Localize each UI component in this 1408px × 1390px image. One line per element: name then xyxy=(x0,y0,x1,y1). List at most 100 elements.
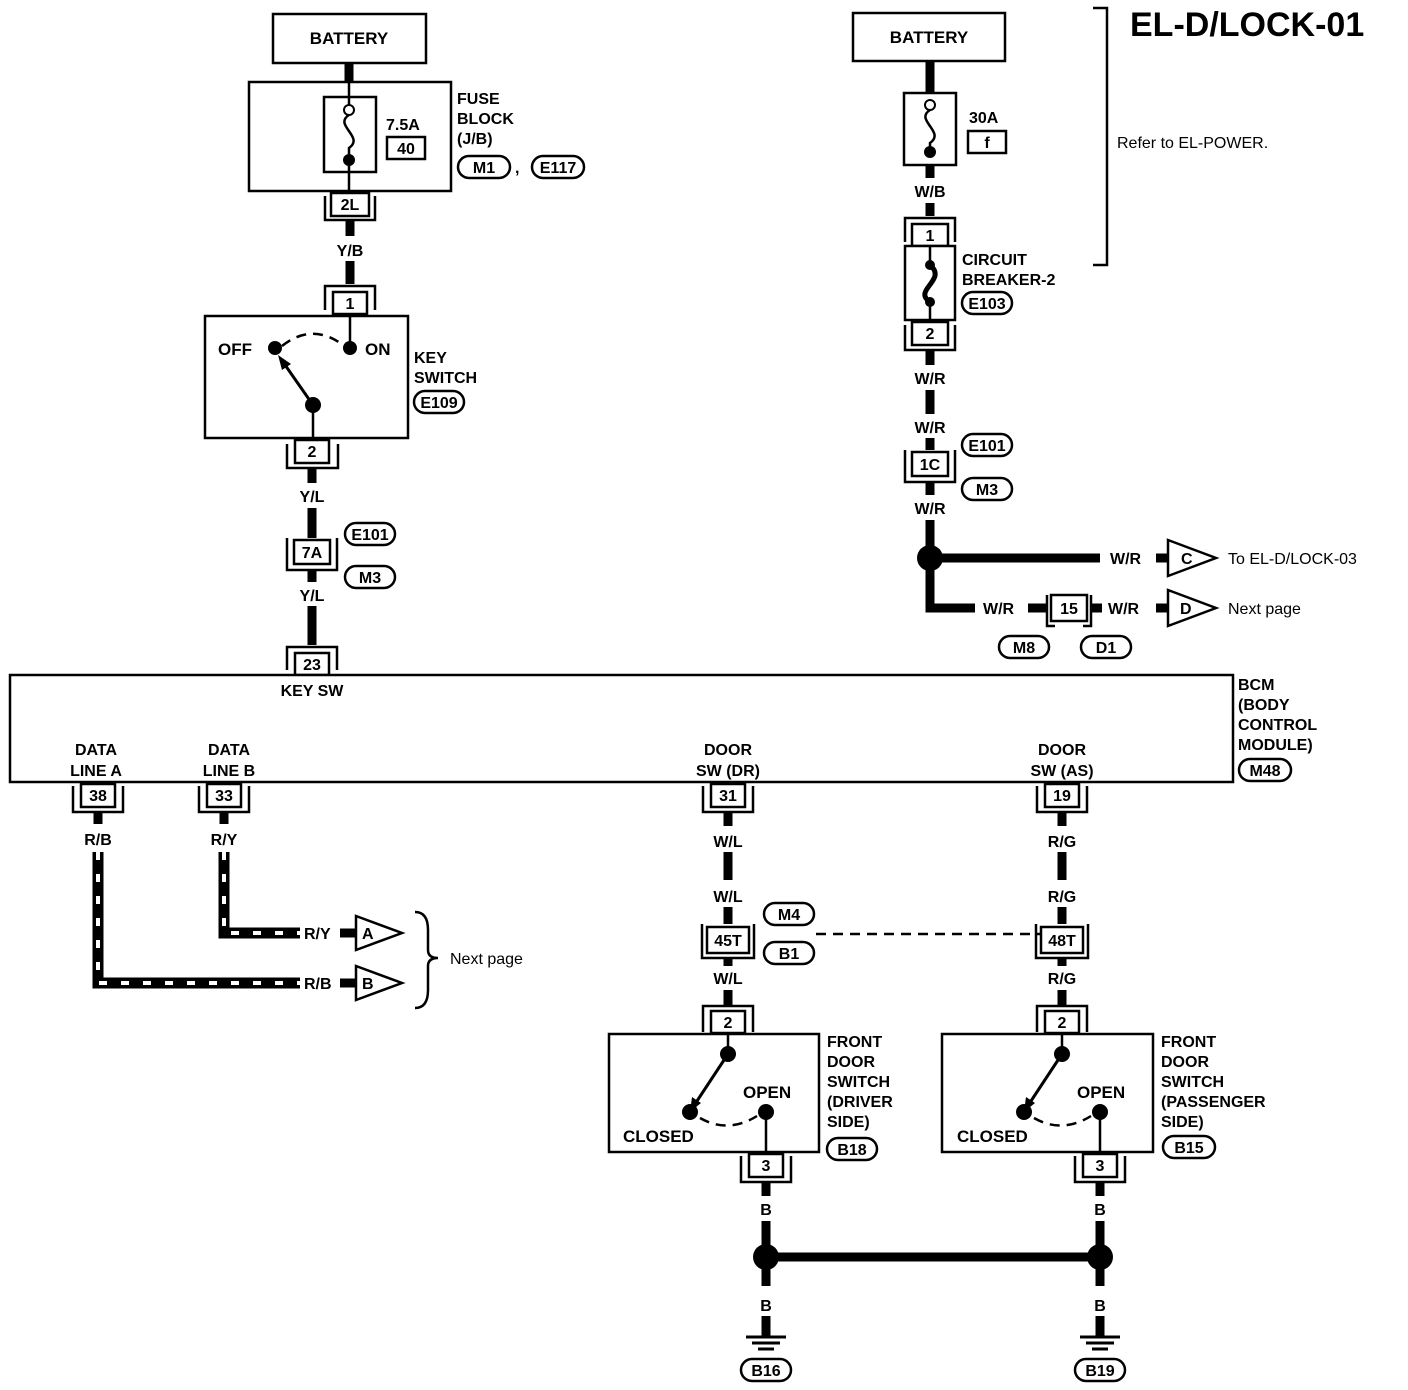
splice-ground-left xyxy=(753,1244,779,1270)
conn-15-box xyxy=(1049,593,1089,623)
driver-switch-lever xyxy=(693,1053,730,1105)
arrow-c xyxy=(1166,538,1220,578)
wire-rg-3-label: R/G xyxy=(1048,971,1076,988)
arrows-ab-brace xyxy=(414,910,439,1010)
circuit-breaker-pin2: 2 xyxy=(926,326,935,343)
arrows-ab-text: Next page xyxy=(450,951,523,968)
fuse-7-5a-number-box xyxy=(385,135,427,161)
wire-yl-2-label: Y/L xyxy=(300,588,325,605)
wire-b-4-label: B xyxy=(1094,1298,1106,1315)
bcm-key-sw-label: KEY SW xyxy=(281,683,345,700)
conn-7a-bottom-oval xyxy=(343,564,397,590)
driver-switch-arc xyxy=(699,1114,758,1127)
fuse-7-5a-rating: 7.5A xyxy=(386,117,420,134)
refer-bracket xyxy=(1093,6,1109,267)
wire-wl-3-label: W/L xyxy=(713,971,743,988)
bcm-pin38: 38 xyxy=(89,788,107,805)
ground-right-oval xyxy=(1073,1357,1127,1383)
wire-wr-d2-label: W/R xyxy=(1108,601,1140,618)
bcm-pin19-box xyxy=(1043,782,1081,809)
conn-15-pin: 15 xyxy=(1060,601,1078,618)
passenger-switch-conn-oval xyxy=(1161,1134,1217,1160)
circuit-breaker-pin1: 1 xyxy=(926,228,935,245)
key-switch-lever xyxy=(281,361,315,406)
wire-wr-1-label: W/R xyxy=(914,371,946,388)
refer-note: Refer to EL-POWER. xyxy=(1117,135,1268,152)
circuit-breaker-label-2: BREAKER-2 xyxy=(962,272,1055,289)
bcm-conn: M48 xyxy=(1249,763,1280,780)
conn-45t-pin: 45T xyxy=(714,933,742,950)
wire-yb-label: Y/B xyxy=(337,243,364,260)
passenger-switch-closed-terminal xyxy=(1016,1104,1032,1120)
driver-switch-pin2-bracket xyxy=(701,1004,755,1032)
conn-15-right: D1 xyxy=(1096,640,1117,657)
conn-1c-bottom-oval xyxy=(960,476,1014,502)
driver-switch-pin3-box xyxy=(747,1152,785,1179)
bcm-label-3: CONTROL xyxy=(1238,717,1317,734)
passenger-switch-label-4: (PASSENGER xyxy=(1161,1094,1266,1111)
driver-switch-closed-terminal xyxy=(682,1104,698,1120)
passenger-switch-label-2: DOOR xyxy=(1161,1054,1209,1071)
wire-wr-2-label: W/R xyxy=(914,420,946,437)
conn-7a-top-oval xyxy=(343,521,397,547)
passenger-switch-open: OPEN xyxy=(1077,1083,1125,1102)
conn-45t-box xyxy=(705,925,751,955)
key-switch-conn-oval xyxy=(412,389,466,415)
bcm-pin19: 19 xyxy=(1053,788,1071,805)
conn-1c-top-oval xyxy=(960,432,1014,458)
bcm-pin31-box xyxy=(709,782,747,809)
key-switch-pin2-box xyxy=(293,438,331,465)
conn-15-left: M8 xyxy=(1013,640,1035,657)
conn-1c-top: E101 xyxy=(968,438,1005,455)
passenger-switch-pin2-bracket xyxy=(1035,1004,1089,1032)
key-switch xyxy=(203,314,410,440)
fuse-block-conn-e117-oval xyxy=(530,154,586,180)
bcm-label-2: (BODY xyxy=(1238,697,1290,714)
bcm-pin31-label-2: SW (DR) xyxy=(696,763,760,780)
wire-rg-1-label: R/G xyxy=(1048,834,1076,851)
arrow-c-letter: C xyxy=(1181,551,1193,568)
fuse-block-conn-separator: , xyxy=(515,160,519,177)
circuit-breaker-conn-oval xyxy=(960,290,1014,316)
arrow-c-text: To EL-D/LOCK-03 xyxy=(1228,551,1357,568)
key-switch-off-terminal xyxy=(268,341,282,355)
bcm-module xyxy=(8,673,1235,784)
conn-15-right-oval xyxy=(1079,634,1133,660)
conn-45t-bottom-oval xyxy=(762,940,816,966)
arrow-a xyxy=(354,914,406,952)
conn-7a-box xyxy=(292,538,332,566)
fuse-30a-top-terminal xyxy=(924,99,936,111)
driver-door-switch xyxy=(607,1032,821,1154)
arrow-d xyxy=(1166,588,1220,628)
passenger-switch-lever xyxy=(1027,1053,1064,1105)
passenger-switch-closed: CLOSED xyxy=(957,1127,1028,1146)
splice-wr xyxy=(917,545,943,571)
passenger-door-switch xyxy=(940,1032,1155,1154)
passenger-switch-label-3: SWITCH xyxy=(1161,1074,1224,1091)
key-switch-lever-arrowhead xyxy=(278,355,291,370)
wire-yl-1-label: Y/L xyxy=(300,489,325,506)
key-switch-off-label: OFF xyxy=(218,340,252,359)
wire-wr-d1-label: W/R xyxy=(983,601,1015,618)
key-switch-pin1-bracket xyxy=(323,284,377,310)
wire-ry-stripes xyxy=(222,852,300,935)
fuse-block-conn-m1: M1 xyxy=(473,160,495,177)
wire-wl-1-label: W/L xyxy=(713,834,743,851)
bcm-label-4: MODULE) xyxy=(1238,737,1313,754)
key-switch-travel-arc xyxy=(281,332,344,347)
splice-ground-right xyxy=(1087,1244,1113,1270)
bcm-pin31: 31 xyxy=(719,788,737,805)
conn-7a-top: E101 xyxy=(351,527,388,544)
wire-wr-3-label: W/R xyxy=(914,501,946,518)
fuse-30a-number: f xyxy=(984,135,990,152)
key-switch-pin2: 2 xyxy=(308,444,317,461)
bcm-pin33-label-1: DATA xyxy=(208,742,251,759)
key-switch-on-label: ON xyxy=(365,340,391,359)
conn-45t-top-oval xyxy=(762,901,816,927)
passenger-switch-pin3: 3 xyxy=(1096,1158,1105,1175)
circuit-breaker-element xyxy=(922,263,938,305)
battery-left xyxy=(271,12,428,65)
wire-wr-c-label: W/R xyxy=(1110,551,1142,568)
driver-switch-closed: CLOSED xyxy=(623,1127,694,1146)
